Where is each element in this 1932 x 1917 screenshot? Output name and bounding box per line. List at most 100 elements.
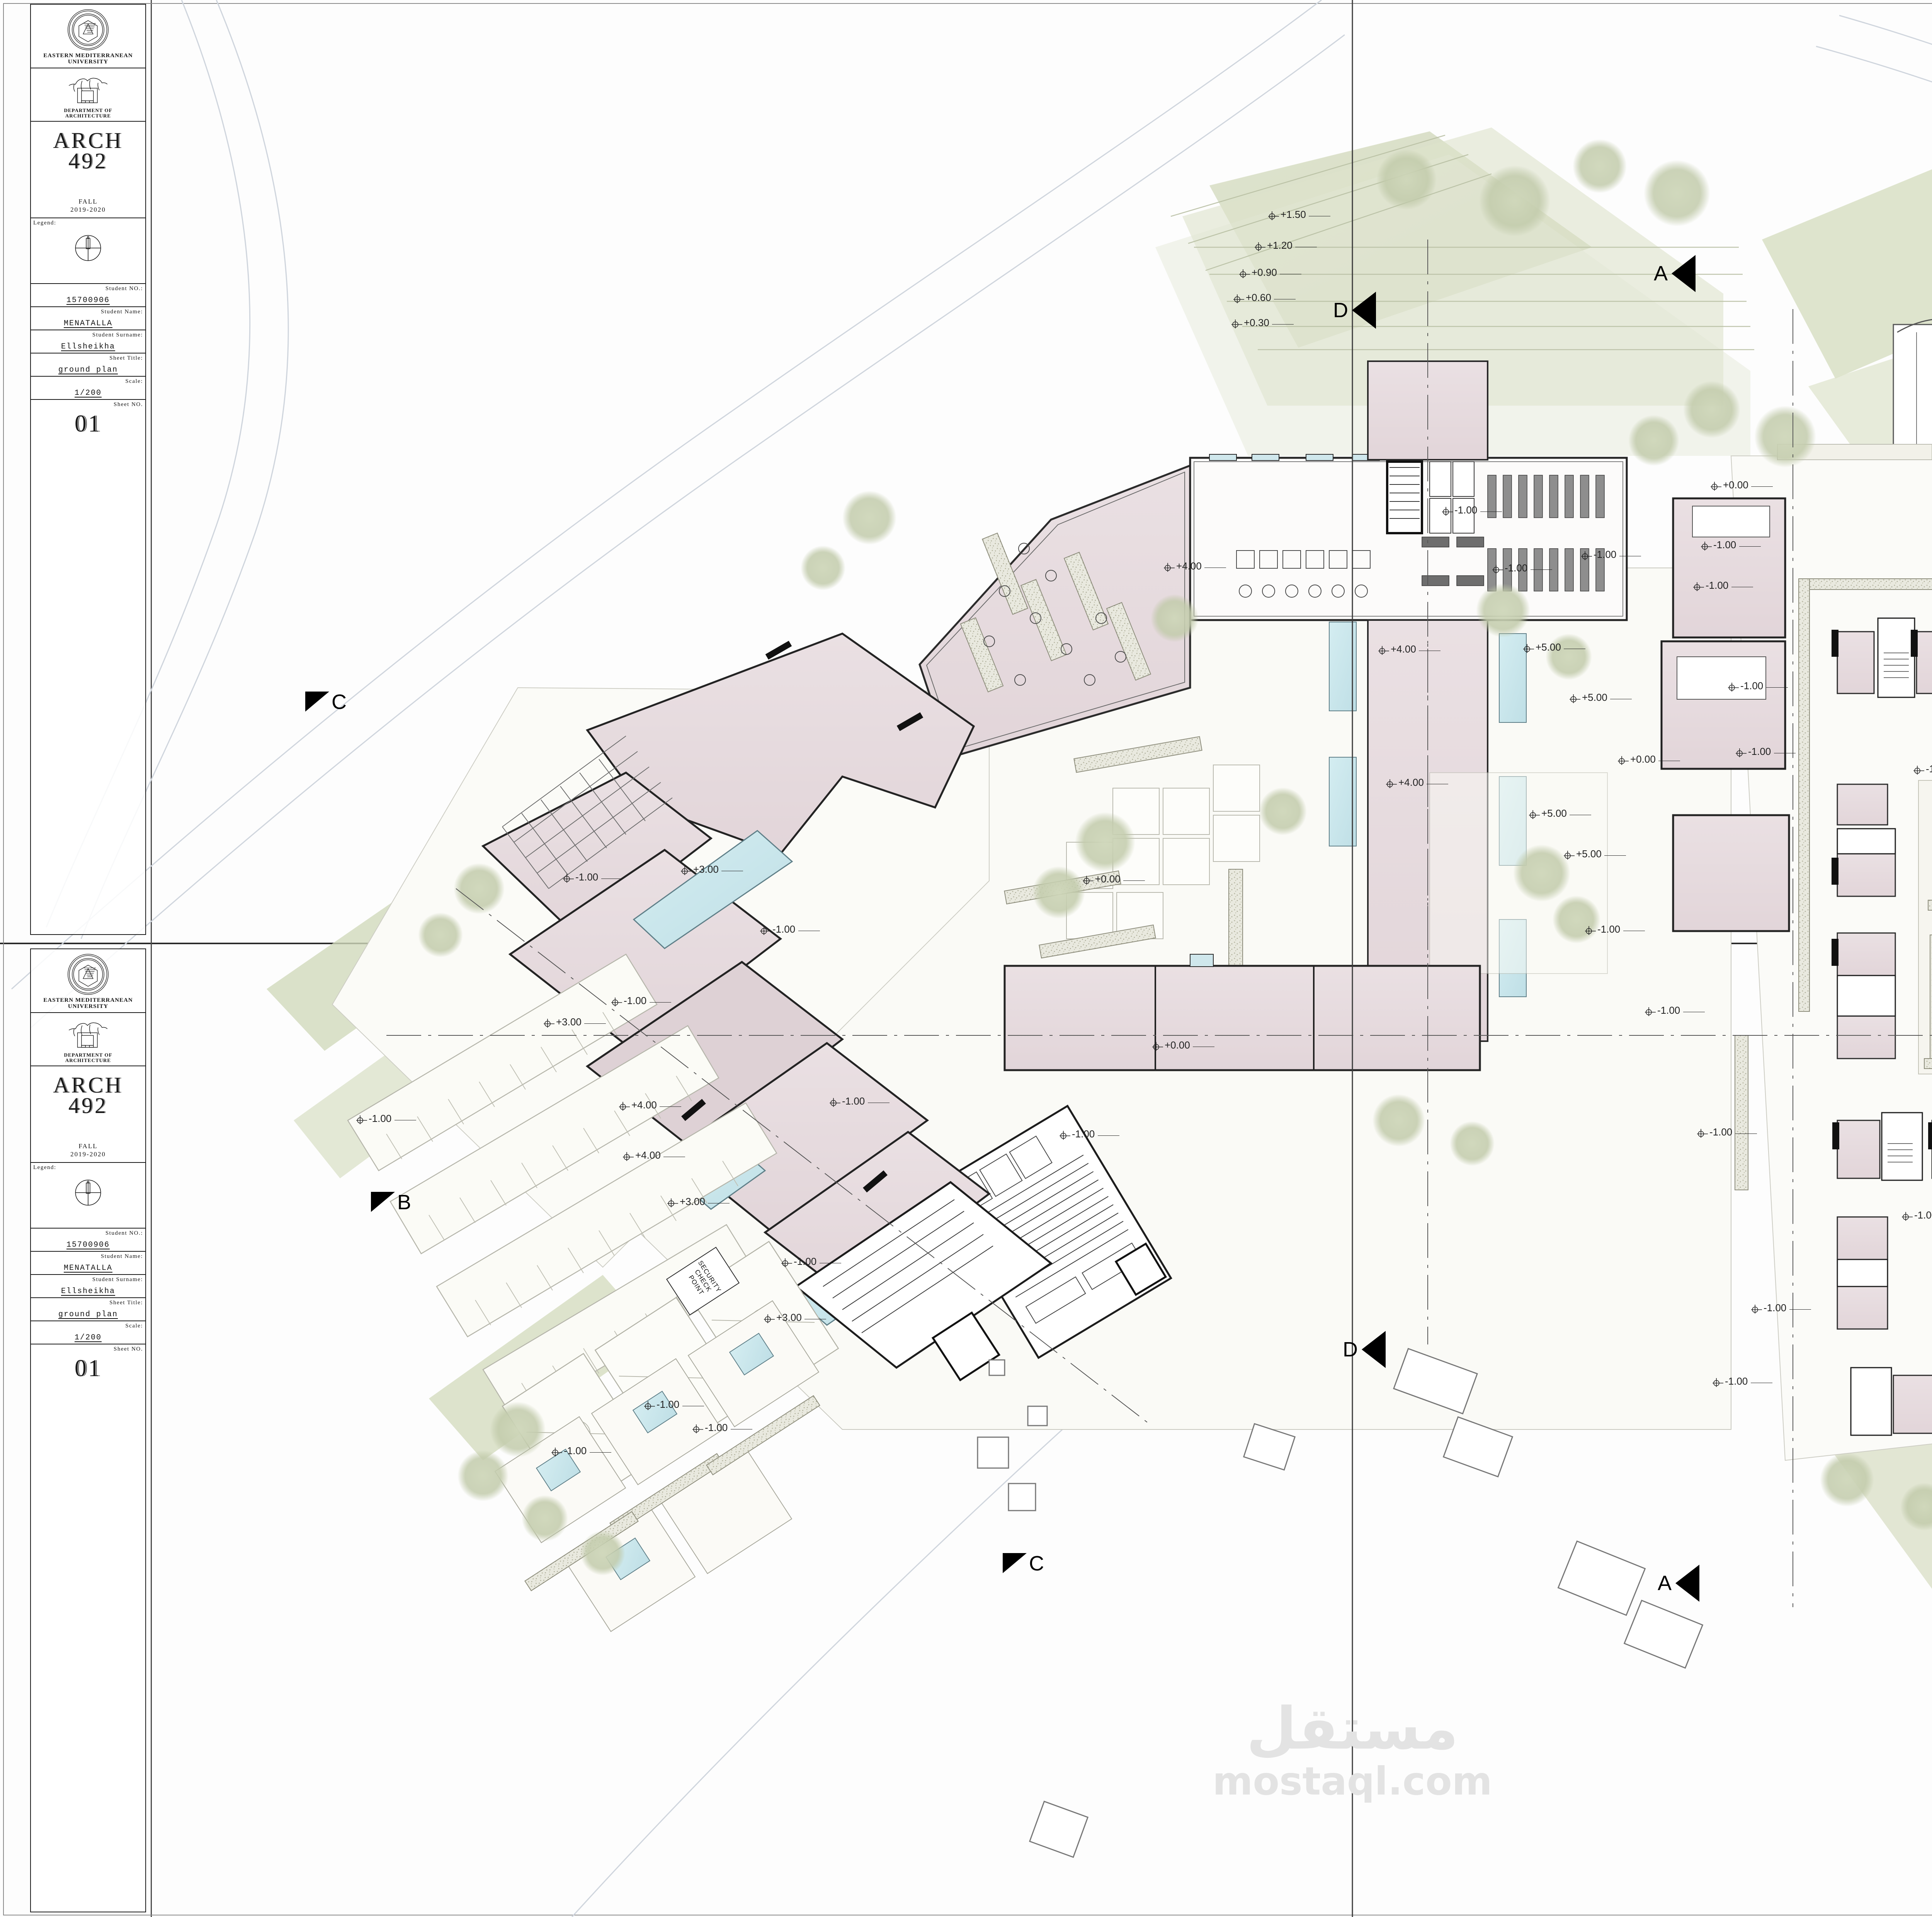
level-symbol-icon: [644, 1401, 655, 1410]
level-marker-text: -1.00: [1505, 562, 1528, 574]
level-symbol-icon: [1529, 810, 1540, 819]
level-symbol-icon: [1913, 766, 1924, 775]
level-marker: -1.00: [1913, 763, 1932, 775]
level-marker: -1.00: [829, 1095, 889, 1108]
scale-value: 1/200: [74, 1333, 102, 1343]
legend-label: Legend:: [33, 220, 56, 226]
section-arrow-icon: [1672, 255, 1696, 292]
section-marker-d: D: [1333, 292, 1376, 329]
level-marker-text: -1.00: [705, 1422, 728, 1433]
level-marker: +5.00: [1528, 807, 1592, 820]
residential-townhouse-grid: [1798, 578, 1932, 1436]
level-marker: +0.00: [1710, 479, 1773, 491]
course-code: ARCH: [53, 1072, 123, 1098]
level-marker-text: -1.00: [772, 923, 796, 935]
level-marker-text: -1.00: [1748, 746, 1771, 757]
sheet-outer-frame: [3, 3, 1932, 1915]
building-pavilion-nw: [918, 464, 1191, 759]
level-marker: +3.00: [667, 1196, 730, 1208]
scale-cell: Scale: 1/200: [31, 1321, 145, 1345]
student-name-label: Student Name:: [100, 309, 143, 315]
level-marker-text: +0.00: [1165, 1039, 1190, 1051]
level-symbol-icon: [1693, 582, 1704, 591]
sheet-divider-vertical-left: [151, 0, 152, 1917]
level-symbol-icon: [1442, 507, 1453, 516]
level-marker: -1.00: [1750, 1302, 1811, 1314]
student-no-cell: Student NO.: 15700906: [31, 1229, 145, 1252]
sheet-no-value: 01: [75, 1355, 102, 1382]
level-symbol-icon: [1697, 1129, 1708, 1138]
level-symbol-icon: [1564, 851, 1575, 860]
sheet-title-cell: Sheet Title: ground plan: [31, 1298, 145, 1322]
level-marker: -1.00: [1692, 580, 1753, 592]
section-marker-label: B: [397, 1191, 412, 1214]
student-surname-label: Student Surname:: [92, 1276, 143, 1283]
level-symbol-icon: [1523, 644, 1534, 653]
level-marker-text: +0.60: [1246, 292, 1271, 303]
level-marker: -1.00: [1644, 1004, 1705, 1017]
level-marker-text: +0.90: [1252, 267, 1277, 278]
level-marker-text: -1.00: [1914, 1209, 1932, 1221]
sheet-no-cell: Sheet NO. 01: [31, 1344, 145, 1402]
level-symbol-icon: [1581, 551, 1592, 560]
section-arrow-icon: [1362, 1331, 1386, 1368]
section-arrow-icon: [371, 1192, 395, 1212]
level-symbol-icon: [1713, 1378, 1723, 1387]
legend-cell: Legend:: [31, 1163, 145, 1229]
level-symbol-icon: [1585, 926, 1596, 935]
level-marker-text: -1.00: [1454, 504, 1478, 516]
level-marker-text: +1.50: [1281, 209, 1306, 220]
level-marker-text: -1.00: [842, 1095, 865, 1107]
sheet-no-label: Sheet NO.: [114, 401, 143, 408]
sheet-title-label: Sheet Title:: [109, 1300, 143, 1306]
level-marker: +4.00: [1378, 643, 1441, 656]
level-marker-text: +5.00: [1541, 807, 1567, 819]
level-symbol-icon: [781, 1258, 792, 1267]
level-marker-text: -1.00: [575, 871, 599, 883]
section-marker-c: C: [305, 692, 347, 712]
level-marker-text: -1.00: [1597, 923, 1621, 935]
level-symbol-icon: [544, 1019, 554, 1028]
section-marker-a: A: [1658, 1565, 1700, 1602]
section-marker-label: D: [1333, 299, 1348, 322]
student-name-value: MENATALLA: [63, 1264, 113, 1273]
section-arrow-icon: [1003, 1553, 1027, 1573]
level-marker: -1.00: [1059, 1128, 1119, 1140]
level-symbol-icon: [1164, 563, 1175, 572]
level-symbol-icon: [563, 874, 574, 883]
level-marker: -1.00: [1712, 1375, 1772, 1388]
level-marker-text: -1.00: [564, 1445, 587, 1456]
level-symbol-icon: [619, 1102, 630, 1111]
section-marker-b: B: [371, 1192, 411, 1213]
residential-courtyard: [1918, 780, 1932, 1074]
housing-cluster-sw: [494, 1300, 820, 1632]
watermark: مستقل mostaql.com: [1159, 1700, 1546, 1803]
level-marker-text: -1.00: [1706, 580, 1729, 591]
trees: [418, 139, 1932, 1575]
scale-value: 1/200: [74, 389, 102, 398]
level-marker-text: -1.00: [369, 1113, 392, 1124]
student-name-cell: Student Name: MENATALLA: [31, 307, 145, 331]
level-marker: -1.00: [692, 1422, 752, 1434]
level-marker: +4.00: [618, 1099, 682, 1111]
section-arrow-icon: [1675, 1565, 1700, 1602]
level-marker-text: +0.00: [1095, 873, 1121, 885]
level-marker-text: +3.00: [556, 1016, 582, 1028]
level-marker: +1.20: [1254, 240, 1317, 252]
level-marker: -1.00: [759, 923, 820, 936]
level-marker: +5.00: [1563, 848, 1626, 860]
level-marker-text: -1.00: [1725, 1375, 1748, 1387]
student-no-value: 15700906: [66, 296, 110, 305]
sheet-title-label: Sheet Title:: [109, 355, 143, 362]
sheet-title-value: ground plan: [58, 365, 118, 375]
level-symbol-icon: [1233, 294, 1244, 303]
level-marker: +4.00: [1385, 777, 1449, 789]
